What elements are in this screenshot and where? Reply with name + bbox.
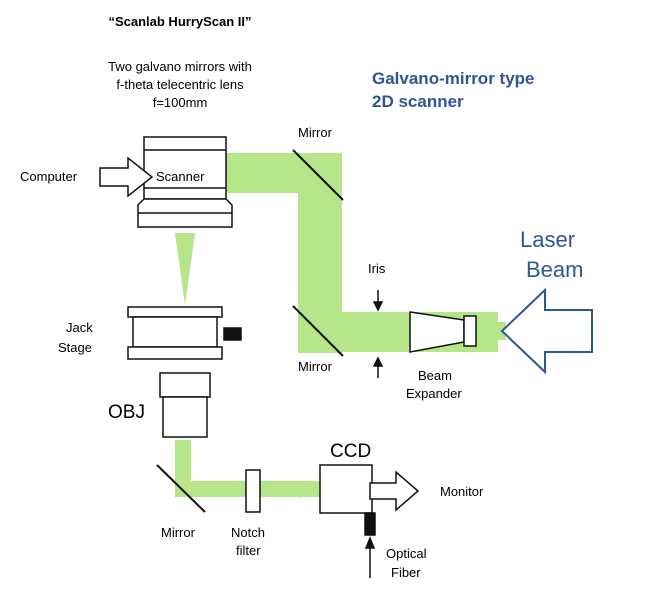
header-title: “Scanlab HurryScan II” xyxy=(108,14,251,29)
label-ccd: CCD xyxy=(330,441,371,462)
label-beam-1: Beam xyxy=(418,368,452,383)
label-mirror-middle: Mirror xyxy=(298,359,333,374)
mirror-bottom xyxy=(156,464,206,513)
optical-fiber-connector xyxy=(364,512,376,536)
label-notch-1: Notch xyxy=(231,525,265,540)
header-desc-2: f-theta telecentric lens xyxy=(116,77,244,92)
laser-beam-arrow-icon xyxy=(500,287,593,375)
objective-lens xyxy=(159,372,211,438)
label-mirror-bottom: Mirror xyxy=(161,525,196,540)
computer-arrow-icon xyxy=(99,156,154,198)
label-iris: Iris xyxy=(368,261,386,276)
beam-expander xyxy=(409,311,477,353)
label-scanner: Scanner xyxy=(156,169,205,184)
label-optical-1: Optical xyxy=(386,546,427,561)
monitor-arrow-icon xyxy=(369,470,420,512)
label-mirror-top: Mirror xyxy=(298,125,333,140)
ccd-camera xyxy=(319,464,420,536)
jack-stage-knob xyxy=(223,327,242,341)
heading-line-2: 2D scanner xyxy=(372,92,464,111)
header-desc-1: Two galvano mirrors with xyxy=(108,59,252,74)
label-obj: OBJ xyxy=(108,402,145,423)
label-jack-2: Stage xyxy=(58,340,92,355)
label-jack-1: Jack xyxy=(66,320,93,335)
label-laser-2: Beam xyxy=(526,257,583,282)
optical-fiber-arrow xyxy=(364,535,376,578)
jack-stage xyxy=(127,306,242,360)
notch-filter xyxy=(245,469,261,513)
scanner-unit xyxy=(137,136,233,228)
label-computer: Computer xyxy=(20,169,78,184)
scanner-body xyxy=(143,136,227,200)
label-monitor: Monitor xyxy=(440,484,484,499)
label-notch-2: filter xyxy=(236,543,261,558)
beam-laser-input xyxy=(476,322,506,340)
mirror-middle xyxy=(292,305,344,357)
beam-focus-cone xyxy=(175,233,195,305)
beam-expander-cap xyxy=(463,315,477,347)
mirror-top xyxy=(292,149,344,201)
iris xyxy=(372,290,384,378)
label-optical-2: Fiber xyxy=(391,565,421,580)
ccd-input-arrow xyxy=(300,482,320,498)
ccd-body xyxy=(319,464,373,514)
label-beam-2: Expander xyxy=(406,386,462,401)
header-desc-3: f=100mm xyxy=(153,95,208,110)
heading-line-1: Galvano-mirror type xyxy=(372,69,535,88)
label-laser-1: Laser xyxy=(520,227,575,252)
